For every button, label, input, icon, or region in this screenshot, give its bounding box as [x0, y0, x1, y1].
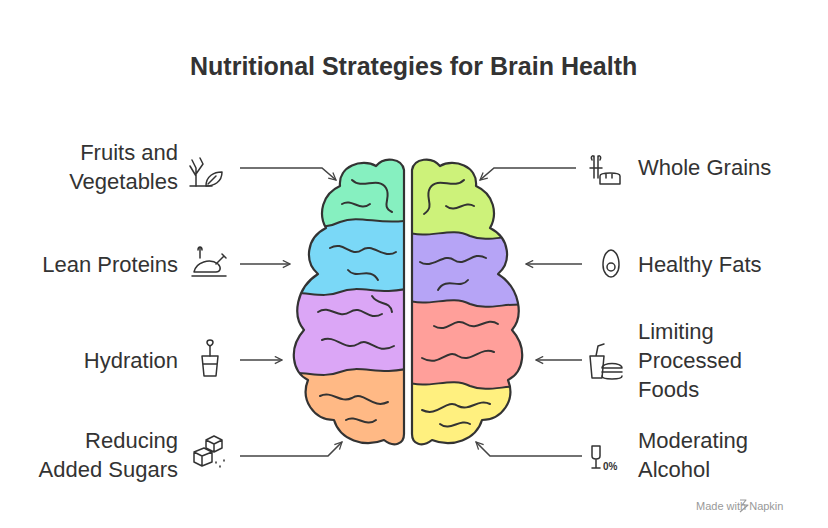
- diagram-title: Nutritional Strategies for Brain Health: [190, 52, 637, 81]
- food-label: Whole Grains: [638, 153, 818, 182]
- food-label: Lean Proteins: [8, 250, 178, 279]
- food-label: Limiting Processed Foods: [638, 317, 758, 404]
- food-label: Moderating Alcohol: [638, 426, 762, 484]
- food-label: Fruits and Vegetables: [28, 138, 178, 196]
- food-label: Reducing Added Sugars: [28, 426, 178, 484]
- food-label: Healthy Fats: [638, 250, 818, 279]
- icon-text: 0%: [603, 461, 617, 472]
- watermark: Made with Napkin: [696, 500, 783, 512]
- food-label: Hydration: [8, 346, 178, 375]
